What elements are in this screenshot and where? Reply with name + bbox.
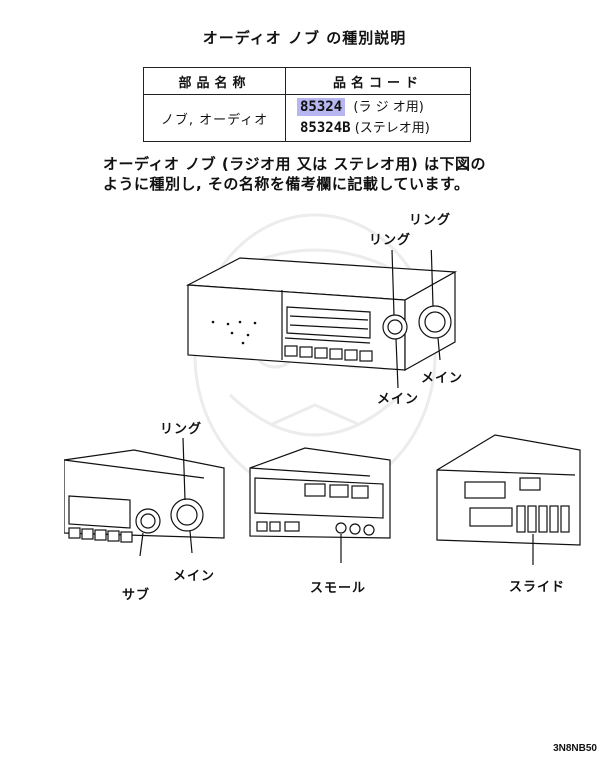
label-main-right: メイン [421,371,464,386]
code-line-radio: 85324 (ラ ジ オ用) [297,97,470,118]
header-part-name: 部品名称 [143,67,286,95]
page-title: オーディオ ノブ の種別説明 [202,29,407,47]
label-ring-lower: リング [160,422,203,437]
radio-unit-illustration [185,250,458,389]
code-type-radio: (ラ ジ オ用) [353,100,424,115]
label-ring-left: リング [369,233,412,248]
code-number-stereo: 85324B [300,120,351,136]
code-number-radio[interactable]: 85324 [297,98,346,116]
description-text: オーディオ ノブ (ラジオ用 又は ステレオ用) は下図の ように種別し, その… [103,154,573,194]
label-sub: サブ [122,588,151,603]
description-line-1: オーディオ ノブ (ラジオ用 又は ステレオ用) は下図の [103,155,486,173]
label-ring-right: リング [409,213,452,228]
slide-knob-illustration [436,434,581,565]
part-code-cell: 85324 (ラ ジ オ用) 85324B (ステレオ用) [285,94,471,142]
label-small: スモール [310,581,367,596]
parts-table: 部品名称 品名コード ノブ, オーディオ 85324 (ラ ジ オ用) 8532… [143,67,471,142]
label-slide: スライド [509,580,566,595]
knob-detail-illustration [64,438,225,557]
header-part-code: 品名コード [285,67,471,95]
table-row: ノブ, オーディオ 85324 (ラ ジ オ用) 85324B (ステレオ用) [143,94,471,142]
description-line-2: ように種別し, その名称を備考欄に記載しています。 [103,175,470,193]
table-header-row: 部品名称 品名コード [143,67,471,95]
part-name-cell: ノブ, オーディオ [143,94,286,142]
label-main-lower: メイン [173,569,216,584]
label-main-bottom: メイン [377,392,420,407]
code-line-stereo: 85324B (ステレオ用) [300,118,470,139]
code-type-stereo: (ステレオ用) [354,121,430,136]
small-knob-illustration [249,447,391,563]
footer-document-code: 3N8NB50 [553,743,597,754]
